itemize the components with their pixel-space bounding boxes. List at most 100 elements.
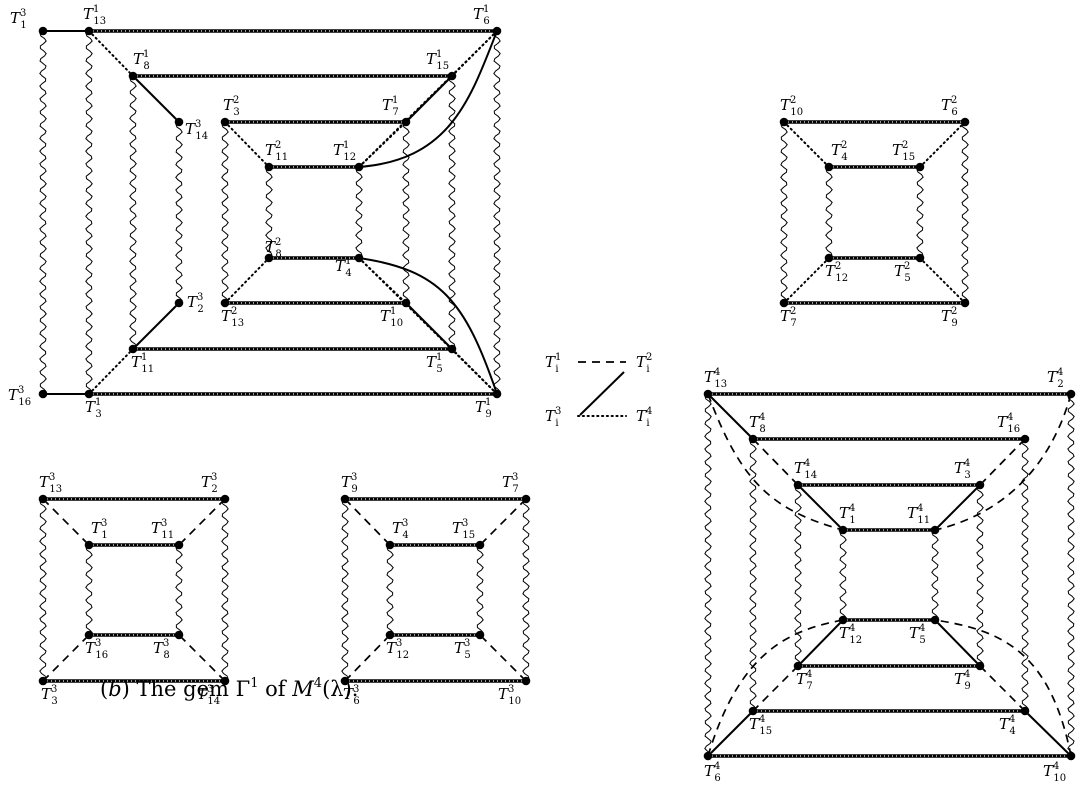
edge-c2-c11-curve xyxy=(934,393,1072,531)
node-t2_7 xyxy=(779,298,789,308)
edge-t2_6-t2_9-wavy xyxy=(961,121,969,304)
edge-a2-a14-wavy xyxy=(221,498,229,682)
node-a8 xyxy=(174,630,184,640)
node-b12 xyxy=(385,630,395,640)
node-c2 xyxy=(1066,389,1076,399)
node-c3 xyxy=(975,480,985,490)
node-b4 xyxy=(385,540,395,550)
node-b6 xyxy=(340,676,350,686)
node-t1_4 xyxy=(354,253,364,263)
legend-solid-line xyxy=(579,371,625,416)
node-c13 xyxy=(703,389,713,399)
edge-a3-a16-dash xyxy=(42,634,90,682)
node-t2_9 xyxy=(960,298,970,308)
node-b15 xyxy=(475,540,485,550)
node-b9 xyxy=(340,494,350,504)
edge-c16-c4-wavy xyxy=(1021,438,1029,712)
node-c1 xyxy=(838,525,848,535)
edge-c6-c12-curve xyxy=(707,619,844,757)
edge-t2_10-t2_4-dot xyxy=(783,121,830,168)
node-a11 xyxy=(174,540,184,550)
edge-c14-c1-solid xyxy=(797,484,844,531)
edge-t3_14-t3_2-wavy xyxy=(175,121,183,304)
edge-c13-c1-curve xyxy=(707,393,844,531)
node-t1_8 xyxy=(128,71,138,81)
edge-t2_4-t2_12-wavy xyxy=(825,166,833,259)
node-a13 xyxy=(38,494,48,504)
node-t2_11 xyxy=(264,162,274,172)
edge-t1_4-t1_9-curve xyxy=(358,257,498,395)
figure-caption: (b) The gem Γ1 of M4(λ). xyxy=(100,676,358,701)
edge-t2_9-t2_5-dot xyxy=(919,257,966,304)
edge-t2_7-t2_12-dot xyxy=(783,257,830,304)
node-c14 xyxy=(793,480,803,490)
node-t2_10 xyxy=(779,117,789,127)
node-t1_11 xyxy=(128,344,138,354)
edge-b7-b15-dash xyxy=(479,498,527,546)
edge-c12-c7-solid xyxy=(797,619,844,667)
edge-c5-c9-solid xyxy=(934,619,981,667)
edge-a14-a8-dash xyxy=(178,634,226,682)
node-t3_16 xyxy=(38,389,48,399)
edge-a1-a16-wavy xyxy=(85,544,93,636)
edge-b6-b12-dash xyxy=(344,634,391,682)
node-t1_9 xyxy=(492,389,502,399)
edge-c10-c5-curve xyxy=(934,619,1072,757)
edge-t3_1-t3_16-wavy xyxy=(39,30,47,395)
edge-t2_6-t2_15-dot xyxy=(919,121,966,168)
node-c5 xyxy=(930,615,940,625)
edge-t1_8-t3_14-solid xyxy=(132,75,180,123)
edge-t1_6-t1_12-curve xyxy=(358,30,498,168)
node-t2_15 xyxy=(915,162,925,172)
edge-t1_7-t1_10-wavy xyxy=(402,121,410,304)
node-t3_1 xyxy=(38,26,48,36)
edge-t1_11-t3_2-solid xyxy=(132,302,180,350)
edge-t1_6-t1_9-wavy xyxy=(493,30,501,395)
edge-b9-b4-dash xyxy=(344,498,391,546)
edge-a13-a1-dash xyxy=(42,498,90,546)
node-a16 xyxy=(84,630,94,640)
node-c7 xyxy=(793,661,803,671)
node-t2_13 xyxy=(220,298,230,308)
edge-b4-b12-wavy xyxy=(386,544,394,636)
node-a14 xyxy=(220,676,230,686)
